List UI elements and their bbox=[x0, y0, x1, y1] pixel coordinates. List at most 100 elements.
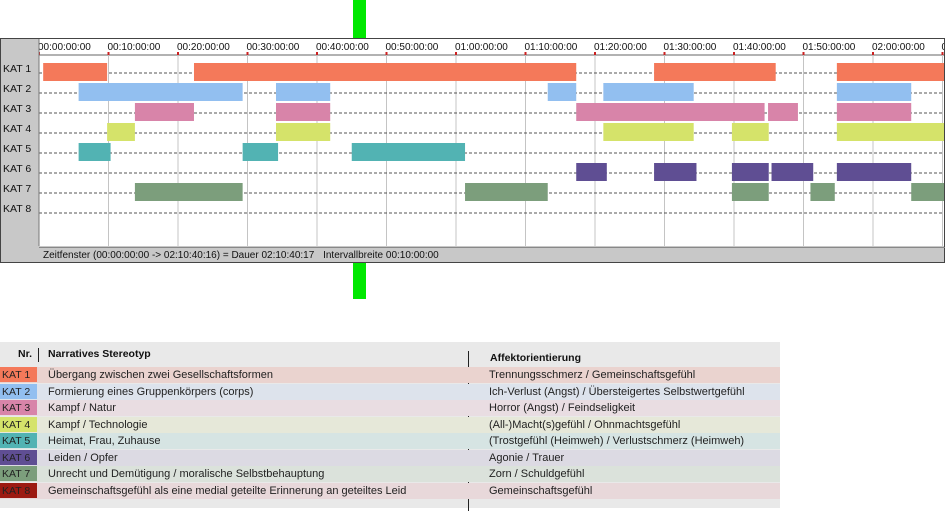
timeline-bar bbox=[836, 103, 912, 121]
timeline-bar bbox=[654, 63, 776, 81]
timeline-bar bbox=[810, 183, 835, 201]
status-bar: Zeitfenster (00:00:00:00 -> 02:10:40:16)… bbox=[39, 247, 945, 263]
x-tick-label: 00:30:00:00 bbox=[247, 42, 300, 53]
legend-category-swatch: KAT 6 bbox=[0, 449, 37, 465]
category-label: KAT 6 bbox=[3, 163, 31, 175]
category-label: KAT 8 bbox=[3, 203, 31, 215]
timeline-bar bbox=[603, 83, 694, 101]
timeline-bar bbox=[836, 63, 944, 81]
ruler-tick-mark bbox=[524, 52, 527, 55]
timeline-bar bbox=[107, 123, 135, 141]
x-tick-label: 01:10:00:00 bbox=[525, 42, 578, 53]
x-tick-label: 00:40:00:00 bbox=[316, 42, 369, 53]
legend-header-affect: Affektorientierung bbox=[490, 352, 582, 364]
timeline-bar bbox=[836, 163, 912, 181]
legend-row: KAT 7 Unrecht und Demütigung / moralische… bbox=[0, 466, 780, 482]
legend-category-swatch: KAT 5 bbox=[0, 433, 37, 448]
legend-category-swatch: KAT 1 bbox=[0, 367, 37, 382]
legend-affect-text: (Trostgefühl (Heimweh) / Verlustschmerz … bbox=[489, 435, 745, 447]
time-ruler bbox=[39, 39, 944, 55]
ruler-tick-mark bbox=[941, 52, 944, 55]
x-tick-label: 01:00:00:00 bbox=[455, 42, 508, 53]
category-label: KAT 1 bbox=[3, 63, 31, 75]
timeline-bar bbox=[576, 163, 607, 181]
legend-narrative-text: Übergang zwischen zwei Gesellschaftsform… bbox=[48, 369, 273, 381]
category-label: KAT 3 bbox=[3, 103, 31, 115]
legend-row: KAT 5 Heimat, Frau, Zuhause (Trostgefühl (… bbox=[0, 433, 780, 449]
legend-row: KAT 4 Kampf / Technologie (All-)Macht(s)ge… bbox=[0, 416, 780, 433]
x-tick-label: 00:20:00:00 bbox=[177, 42, 230, 53]
legend-row: KAT 8 Gemeinschaftsgefühl als eine medial… bbox=[0, 482, 780, 499]
timeline-bar bbox=[78, 143, 111, 161]
legend-narrative-text: Heimat, Frau, Zuhause bbox=[48, 435, 161, 447]
timeline-bar bbox=[911, 183, 944, 201]
ruler-tick-mark bbox=[872, 52, 874, 55]
legend-narrative-text: Unrecht und Demütigung / moralische Selb… bbox=[48, 468, 325, 480]
legend-category-swatch: KAT 8 bbox=[0, 482, 37, 498]
legend-affect-text: (All-)Macht(s)gefühl / Ohnmachtsgefühl bbox=[489, 418, 681, 431]
x-tick-label: 00:10:00:00 bbox=[108, 42, 161, 53]
timeline-bar bbox=[134, 183, 243, 201]
legend-narrative-text: Kampf / Natur bbox=[48, 402, 116, 414]
ruler-tick-mark bbox=[177, 52, 179, 55]
category-label: KAT 4 bbox=[3, 123, 31, 135]
playhead-marker-bottom[interactable] bbox=[353, 263, 366, 299]
legend-narrative-text: Kampf / Technologie bbox=[48, 418, 148, 431]
x-tick-label: 01:40:00:00 bbox=[733, 42, 786, 53]
timeline-bar bbox=[836, 123, 944, 141]
ruler-tick-mark bbox=[455, 52, 457, 55]
x-tick-label: 01:30:00:00 bbox=[664, 42, 717, 53]
playhead-marker-top[interactable] bbox=[353, 0, 366, 38]
ruler-tick-mark bbox=[385, 52, 388, 55]
ruler-tick-mark bbox=[663, 52, 666, 55]
x-tick-label: 00:00:00:00 bbox=[38, 42, 91, 53]
timeline-bar bbox=[576, 103, 765, 121]
legend-narrative-text: Leiden / Opfer bbox=[48, 451, 118, 464]
timeline-bar bbox=[193, 63, 577, 81]
legend-category-swatch: KAT 7 bbox=[0, 466, 37, 481]
timeline-bar bbox=[731, 163, 769, 181]
legend-affect-text: Ich-Verlust (Angst) / Übersteigertes Sel… bbox=[489, 385, 745, 398]
timeline-bar bbox=[731, 123, 769, 141]
timeline-bar bbox=[275, 83, 331, 101]
legend-affect-text: Horror (Angst) / Feindseligkeit bbox=[489, 402, 636, 414]
timeline-chart: 00:00:00:00 00:10:00:00 00:20:00:00 00:30:0… bbox=[1, 39, 945, 246]
timeline-bar bbox=[465, 183, 548, 201]
timeline-bar bbox=[275, 123, 331, 141]
timeline-bar bbox=[134, 103, 194, 121]
timeline-bar bbox=[836, 83, 912, 101]
time-window-readout: Zeitfenster (00:00:00:00 -> 02:10:40:16)… bbox=[43, 250, 315, 261]
x-tick-label: 00:50:00:00 bbox=[386, 42, 439, 53]
timeline-bar bbox=[771, 163, 814, 181]
legend-table: Nr. Narratives Stereotyp Affektorientier… bbox=[0, 342, 780, 511]
timeline-bar bbox=[768, 103, 798, 121]
legend-affect-text: Gemeinschaftsgefühl bbox=[489, 484, 593, 497]
ruler-tick-mark bbox=[107, 52, 110, 55]
legend-narrative-text: Formierung eines Gruppenkörpers (corps) bbox=[48, 385, 254, 398]
x-tick-label: 01:50:00:00 bbox=[803, 42, 856, 53]
legend-category-swatch: KAT 4 bbox=[0, 416, 37, 432]
timeline-bar bbox=[275, 103, 331, 121]
x-tick-label: 01:20:00:00 bbox=[594, 42, 647, 53]
legend-row: KAT 1 Übergang zwischen zwei Gesellschaft… bbox=[0, 367, 780, 383]
timeline-bar bbox=[78, 83, 243, 101]
legend-header-narrative: Narratives Stereotyp bbox=[48, 348, 151, 360]
legend-affect-text: Trennungsschmerz / Gemeinschaftsgefühl bbox=[489, 369, 696, 381]
ruler-tick-mark bbox=[316, 52, 318, 55]
legend-affect-text: Zorn / Schuldgefühl bbox=[489, 468, 585, 480]
legend-header-nr: Nr. bbox=[18, 348, 33, 360]
timeline-bar bbox=[654, 163, 697, 181]
legend-narrative-text: Gemeinschaftsgefühl als eine medial gete… bbox=[48, 484, 407, 497]
timeline-bar bbox=[43, 63, 108, 81]
ruler-tick-mark bbox=[802, 52, 805, 55]
x-tick-label: 0 bbox=[942, 42, 945, 53]
legend-affect-text: Agonie / Trauer bbox=[489, 451, 565, 464]
category-column bbox=[1, 39, 39, 246]
timeline-bar bbox=[731, 183, 769, 201]
timeline-bar bbox=[351, 143, 466, 161]
ruler-tick-mark bbox=[733, 52, 735, 55]
legend-row: KAT 6 Leiden / Opfer Agonie / Trauer bbox=[0, 449, 780, 466]
category-label: KAT 7 bbox=[3, 183, 31, 195]
legend-category-swatch: KAT 2 bbox=[0, 383, 37, 399]
